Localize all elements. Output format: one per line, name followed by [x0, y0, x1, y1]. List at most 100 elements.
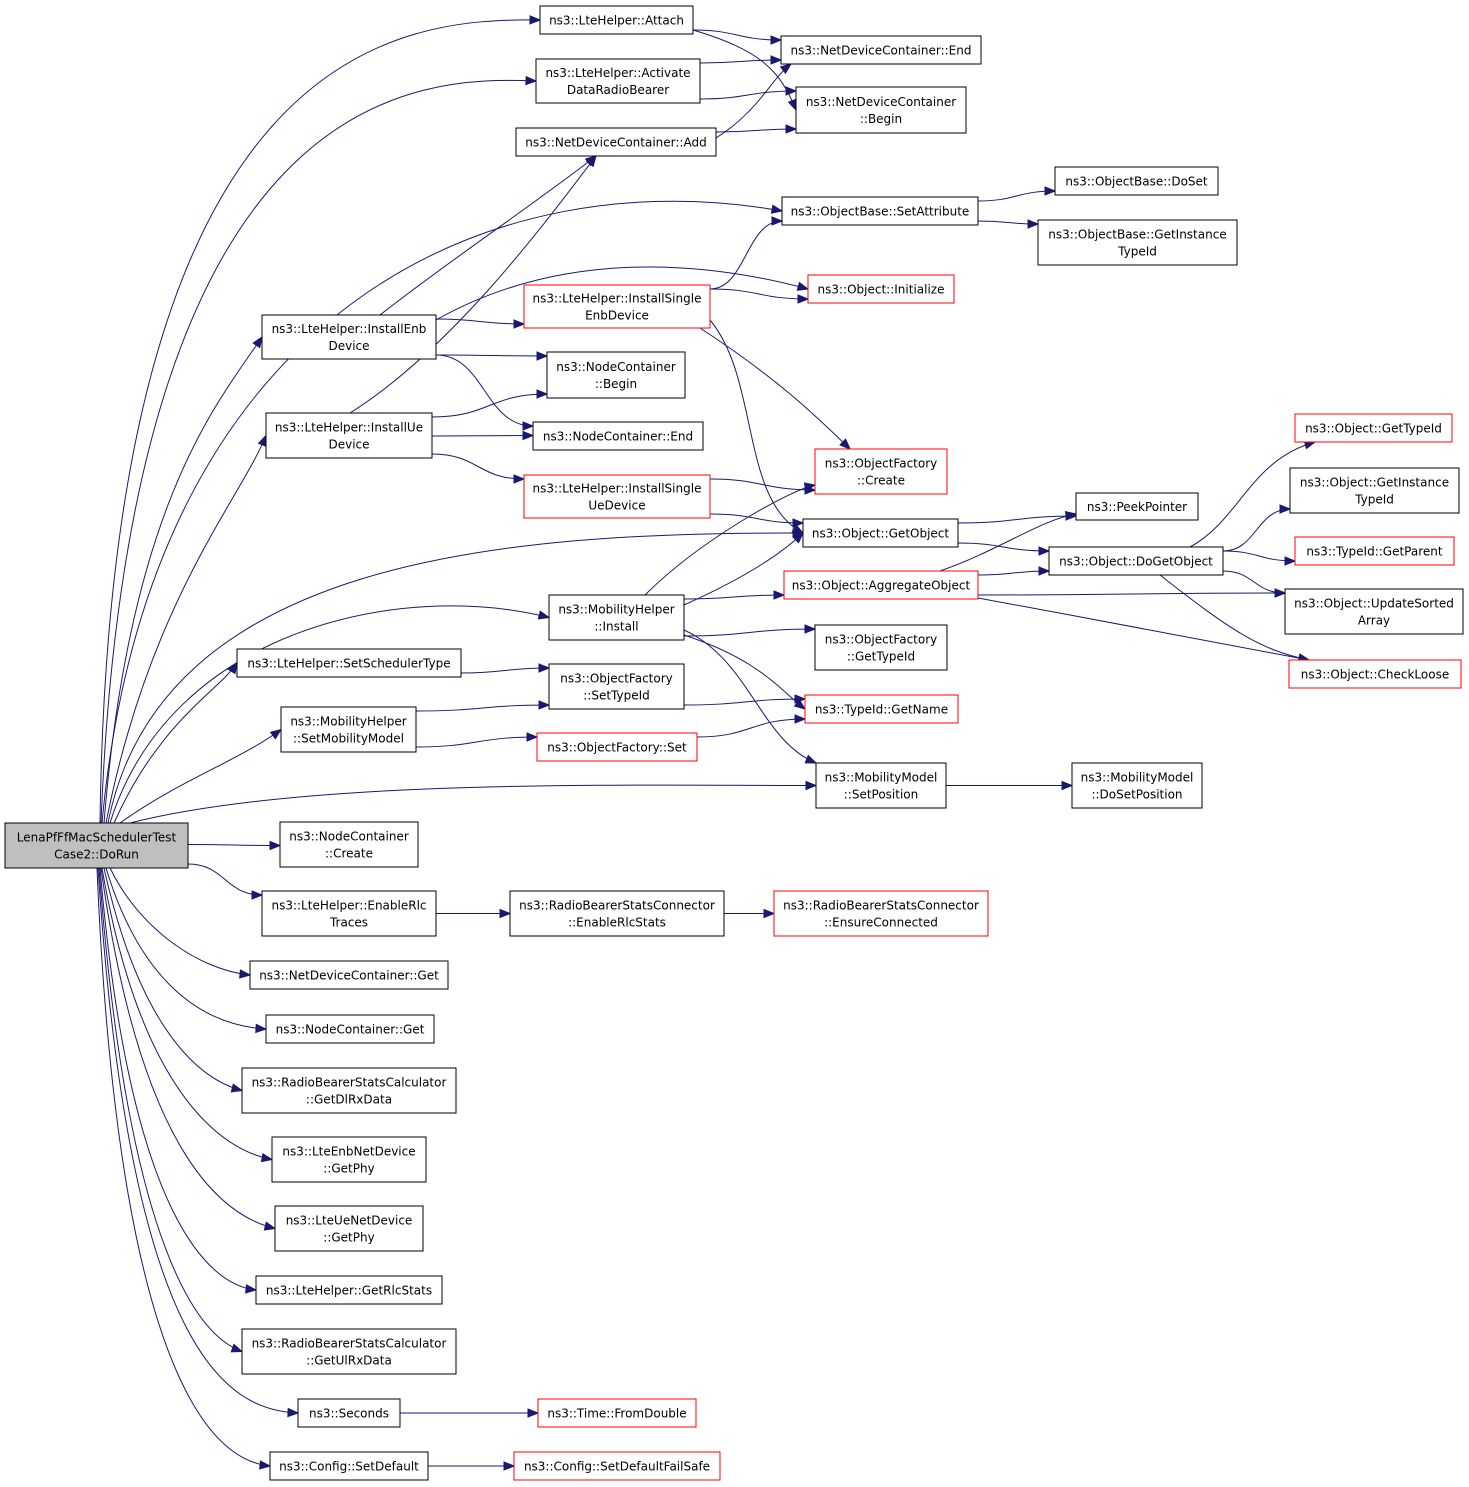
node-peek[interactable]: ns3::PeekPointer [1075, 492, 1199, 521]
call-edge-set_mob_model-of_settypeid [415, 700, 551, 712]
node-nc-end[interactable]: ns3::NodeContainer::End [532, 421, 704, 451]
node-label: ns3::NetDeviceContainer::Get [259, 969, 439, 983]
call-edge-install_ue-nc_begin [431, 389, 549, 418]
call-edge-root-mm_setpos [129, 780, 818, 824]
node-set-sched[interactable]: ns3::LteHelper::SetSchedulerType [236, 648, 462, 678]
node-obj-gettypeid[interactable]: ns3::Object::GetTypeId [1294, 413, 1453, 443]
node-doset[interactable]: ns3::ObjectBase::DoSet [1054, 166, 1219, 196]
node-box [802, 518, 959, 548]
call-edge-install_enb-install_single_enb [435, 318, 526, 329]
node-of-set[interactable]: ns3::ObjectFactory::Set [536, 732, 698, 762]
call-edge-install_enb-nc_end [435, 354, 535, 431]
node-fromdouble[interactable]: ns3::Time::FromDouble [537, 1398, 697, 1428]
node-set-mob-model[interactable]: ns3::MobilityHelper::SetMobilityModel [280, 706, 417, 753]
node-checkloose[interactable]: ns3::Object::CheckLoose [1288, 659, 1462, 689]
node-label: ns3::LteHelper::InstallUe [275, 421, 423, 435]
node-enb-getphy[interactable]: ns3::LteEnbNetDevice::GetPhy [271, 1136, 427, 1183]
call-edge-root-set_sched [113, 661, 238, 824]
node-getname[interactable]: ns3::TypeId::GetName [804, 694, 959, 724]
call-edge-root-get_rlcstats [99, 867, 258, 1294]
node-rbscalc-ul[interactable]: ns3::RadioBearerStatsCalculator::GetUlRx… [241, 1328, 457, 1375]
node-label: ::SetMobilityModel [293, 732, 404, 746]
node-nc-begin[interactable]: ns3::NodeContainer::Begin [546, 351, 686, 399]
node-box [537, 1398, 697, 1428]
node-rbsc-ensure[interactable]: ns3::RadioBearerStatsConnector::EnsureCo… [773, 890, 989, 937]
call-edge-install_ue-nc_end [431, 430, 535, 441]
call-edge-install_enb-initialize [435, 266, 810, 321]
node-box [241, 1067, 457, 1114]
node-label: ns3::LteUeNetDevice [286, 1214, 413, 1228]
node-label: ::GetUlRxData [306, 1354, 392, 1368]
node-setattr[interactable]: ns3::ObjectBase::SetAttribute [781, 196, 979, 226]
node-label: TypeId [1117, 245, 1157, 259]
node-label: ::GetPhy [323, 1231, 374, 1245]
node-box [297, 1398, 401, 1428]
node-ue-getphy[interactable]: ns3::LteUeNetDevice::GetPhy [274, 1205, 424, 1252]
node-of-settypeid[interactable]: ns3::ObjectFactory::SetTypeId [548, 663, 685, 710]
call-edge-dogetobject-getparent [1222, 550, 1297, 566]
node-cfg-failsafe[interactable]: ns3::Config::SetDefaultFailSafe [513, 1451, 721, 1481]
node-rbsc-enable[interactable]: ns3::RadioBearerStatsConnector::EnableRl… [509, 890, 725, 937]
node-ndc-end[interactable]: ns3::NetDeviceContainer::End [780, 35, 982, 65]
node-box [795, 86, 967, 134]
node-label: ns3::NetDeviceContainer::End [790, 44, 971, 58]
node-box [1037, 219, 1238, 266]
node-label: ns3::TypeId::GetParent [1306, 545, 1442, 559]
call-edge-install_single_enb-getobject [709, 319, 805, 534]
node-box [523, 474, 711, 519]
node-dogetobject[interactable]: ns3::Object::DoGetObject [1048, 546, 1224, 576]
node-box [515, 127, 717, 157]
node-nc-get[interactable]: ns3::NodeContainer::Get [265, 1014, 435, 1044]
node-ndc-get[interactable]: ns3::NetDeviceContainer::Get [249, 960, 449, 990]
node-rbscalc-dl[interactable]: ns3::RadioBearerStatsCalculator::GetDlRx… [241, 1067, 457, 1114]
node-nc-create[interactable]: ns3::NodeContainer::Create [279, 821, 419, 868]
call-edge-root-install_enb [103, 335, 263, 824]
node-label: LenaPfFfMacSchedulerTest [17, 831, 177, 845]
node-box [1288, 659, 1462, 689]
node-getparent[interactable]: ns3::TypeId::GetParent [1294, 536, 1455, 566]
node-box [269, 1451, 429, 1481]
node-mm-dosetpos[interactable]: ns3::MobilityModel::DoSetPosition [1071, 762, 1203, 809]
node-get-rlcstats[interactable]: ns3::LteHelper::GetRlcStats [255, 1275, 443, 1305]
node-label: ns3::Seconds [309, 1407, 389, 1421]
node-label: ::GetTypeId [847, 650, 915, 664]
node-label: Case2::DoRun [54, 848, 139, 862]
node-cfg-setdefault[interactable]: ns3::Config::SetDefault [269, 1451, 429, 1481]
node-aggregate[interactable]: ns3::Object::AggregateObject [783, 570, 979, 600]
node-ndc-begin[interactable]: ns3::NetDeviceContainer::Begin [795, 86, 967, 134]
node-label: ns3::ObjectFactory [560, 672, 673, 686]
node-of-gettypeid[interactable]: ns3::ObjectFactory::GetTypeId [814, 624, 948, 671]
node-getobject[interactable]: ns3::Object::GetObject [802, 518, 959, 548]
node-mm-setpos[interactable]: ns3::MobilityModel::SetPosition [815, 762, 947, 809]
node-box [241, 1328, 457, 1375]
node-box [1289, 467, 1460, 514]
node-label: ns3::LteHelper::GetRlcStats [266, 1284, 432, 1298]
node-box [1054, 166, 1219, 196]
node-box [548, 594, 685, 641]
node-initialize[interactable]: ns3::Object::Initialize [807, 274, 955, 304]
node-ndc-add[interactable]: ns3::NetDeviceContainer::Add [515, 127, 717, 157]
call-edge-root-cfg_setdefault [96, 867, 272, 1470]
node-label: ns3::LteHelper::Activate [545, 66, 690, 80]
node-label: ns3::Object::UpdateSorted [1294, 597, 1454, 611]
node-mob-install[interactable]: ns3::MobilityHelper::Install [548, 594, 685, 641]
node-seconds[interactable]: ns3::Seconds [297, 1398, 401, 1428]
call-edge-install_ue-install_single_ue [431, 453, 526, 484]
call-edge-install_single_ue-getobject [709, 513, 805, 528]
node-of-create[interactable]: ns3::ObjectFactory::Create [814, 448, 948, 495]
node-box [280, 706, 417, 753]
call-edge-install_single_enb-setattr [709, 216, 784, 290]
node-attach[interactable]: ns3::LteHelper::Attach [539, 5, 694, 35]
call-edge-getobject-peek [957, 511, 1078, 524]
call-edge-set_mob_model-of_set [415, 732, 539, 748]
